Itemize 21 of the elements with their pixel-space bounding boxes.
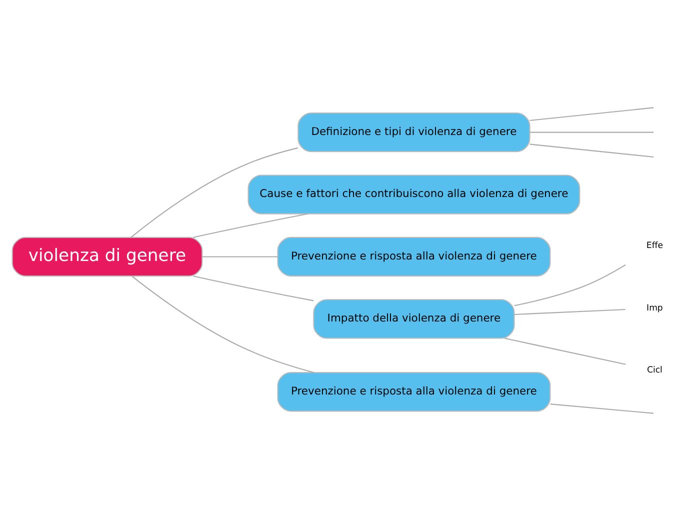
connector [193, 275, 314, 301]
connector [132, 275, 314, 373]
node-box: Prevenzione e risposta alla violenza di genere [277, 236, 551, 276]
connector [504, 337, 626, 364]
connector [550, 403, 654, 414]
connector [130, 146, 298, 238]
node-text: Effe [646, 240, 664, 251]
node-box: violenza di genere [12, 236, 203, 276]
node-box: Definizione e tipi di violenza di genere [298, 112, 530, 152]
node-box: Prevenzione e risposta alla violenza di genere [277, 372, 551, 412]
node-box: Impatto della violenza di genere [313, 298, 515, 338]
connector [530, 143, 654, 158]
node-box: Cause e fattori che contribuiscono alla violenza di genere [248, 174, 580, 214]
node-text: Cicl [646, 364, 662, 375]
connector [514, 308, 626, 314]
connector [530, 106, 654, 121]
connector [202, 256, 278, 257]
node-text: Imp [646, 302, 663, 313]
connector [514, 264, 626, 306]
connector [530, 131, 654, 132]
connector [193, 212, 308, 238]
